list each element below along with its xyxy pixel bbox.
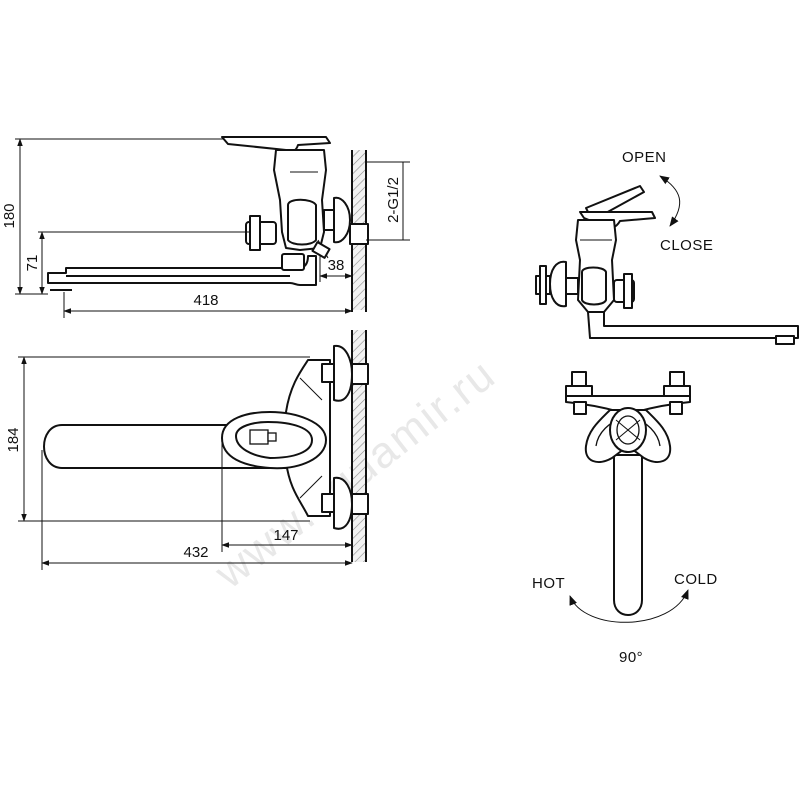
dim-71: 71 (24, 231, 250, 295)
dim-418-label: 418 (193, 292, 218, 309)
side-view: 180 71 418 38 2-G1/2 (1, 136, 410, 318)
rotation-angle-label: 90° (619, 649, 643, 666)
dim-71-label: 71 (24, 255, 41, 272)
cold-label: COLD (674, 571, 718, 588)
top-view: 184 147 432 (5, 330, 369, 570)
dim-147: 147 (221, 440, 353, 552)
spout-side (47, 255, 317, 286)
dim-432-label: 432 (183, 544, 208, 561)
open-label: OPEN (622, 149, 667, 166)
dim-184-label: 184 (5, 427, 22, 452)
dim-147-label: 147 (273, 527, 298, 544)
dim-184: 184 (5, 356, 310, 522)
hot-label: HOT (532, 575, 565, 592)
dim-432: 432 (41, 450, 353, 570)
open-close-arrow (659, 175, 681, 227)
hot-cold-view: HOT COLD 90° (532, 371, 718, 666)
dim-180-label: 180 (1, 203, 18, 228)
open-close-view: OPEN CLOSE (535, 149, 799, 345)
thread-callout: 2-G1/2 (366, 161, 410, 241)
thread-label: 2-G1/2 (385, 177, 402, 223)
spout-rotation (613, 454, 643, 616)
dim-38-label: 38 (328, 257, 345, 274)
rotation-arrow (569, 589, 689, 623)
close-label: CLOSE (660, 237, 713, 254)
dim-418: 418 (63, 292, 353, 318)
dim-38: 38 (319, 256, 353, 282)
